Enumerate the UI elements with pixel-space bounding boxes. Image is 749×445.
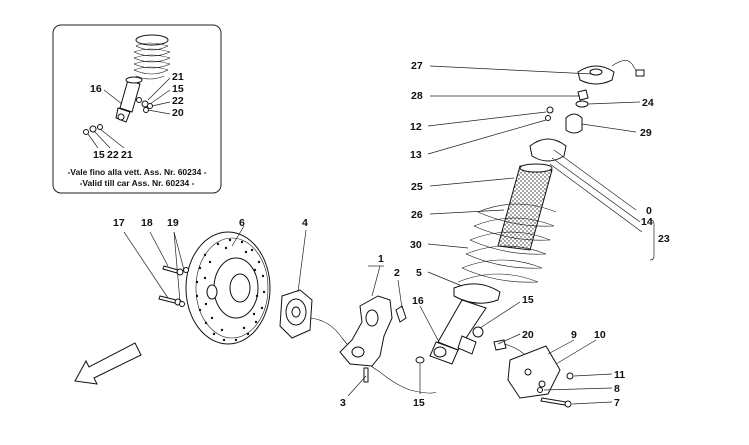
- leader-lines: [123, 65, 655, 405]
- callout-12: 12: [410, 121, 422, 133]
- disc-bolts: [158, 265, 189, 307]
- callout-18: 18: [141, 217, 153, 229]
- callout-28: 28: [411, 90, 423, 102]
- inset-note-italian: -Vale fino alla vett. Ass. Nr. 60234 -: [67, 167, 206, 177]
- inset-note-english: -Valid till car Ass. Nr. 60234 -: [80, 178, 195, 188]
- callout-15: 15: [522, 294, 534, 306]
- inset-label-21: 21: [172, 71, 184, 83]
- inset-spring-illustration: [83, 34, 171, 135]
- callout-10: 10: [594, 329, 606, 341]
- callout-14: 14: [641, 216, 653, 228]
- callout-6: 6: [239, 217, 245, 229]
- callout-5: 5: [416, 267, 422, 279]
- callout-3: 3: [340, 397, 346, 409]
- callout-7: 7: [614, 397, 620, 409]
- callout-24: 24: [642, 97, 654, 109]
- inset-label-21-lower: 21: [121, 149, 133, 161]
- callout-29: 29: [640, 127, 652, 139]
- callout-25: 25: [411, 181, 423, 193]
- callout-2: 2: [394, 267, 400, 279]
- callout-4: 4: [302, 217, 308, 229]
- brake-disc: [185, 231, 271, 345]
- callout-19: 19: [167, 217, 179, 229]
- callout-13: 13: [410, 149, 422, 161]
- steering-knuckle: [339, 295, 407, 383]
- inset-label-22-lower: 22: [107, 149, 119, 161]
- callout-17: 17: [113, 217, 125, 229]
- callout-23: 23: [658, 233, 670, 245]
- callout-0: 0: [646, 205, 652, 217]
- callout-11: 11: [614, 369, 625, 381]
- callout-16: 16: [412, 295, 424, 307]
- callout-27: 27: [411, 60, 423, 72]
- callout-9: 9: [571, 329, 577, 341]
- inset-label-22: 22: [172, 95, 184, 107]
- inset-label-20: 20: [172, 107, 184, 119]
- callout-numbers: 27 28 24 12 13 29 25 26 0 14 23 30 5 16 …: [113, 60, 670, 409]
- inset-label-16: 16: [90, 83, 102, 95]
- callout-15-lower: 15: [413, 397, 425, 409]
- inset-label-15-lower: 15: [93, 149, 105, 161]
- shock-absorber-assembly: [415, 60, 645, 408]
- wheel-hub: [279, 289, 437, 394]
- callout-20: 20: [522, 329, 534, 341]
- callout-30: 30: [410, 239, 422, 251]
- callout-1: 1: [378, 253, 384, 265]
- inset-panel: 16 21 15 22 20 15 22 21 -Vale fino alla …: [52, 24, 222, 194]
- callout-26: 26: [411, 209, 423, 221]
- callout-8: 8: [614, 383, 620, 395]
- inset-label-15: 15: [172, 83, 184, 95]
- direction-arrow-icon: [74, 342, 142, 385]
